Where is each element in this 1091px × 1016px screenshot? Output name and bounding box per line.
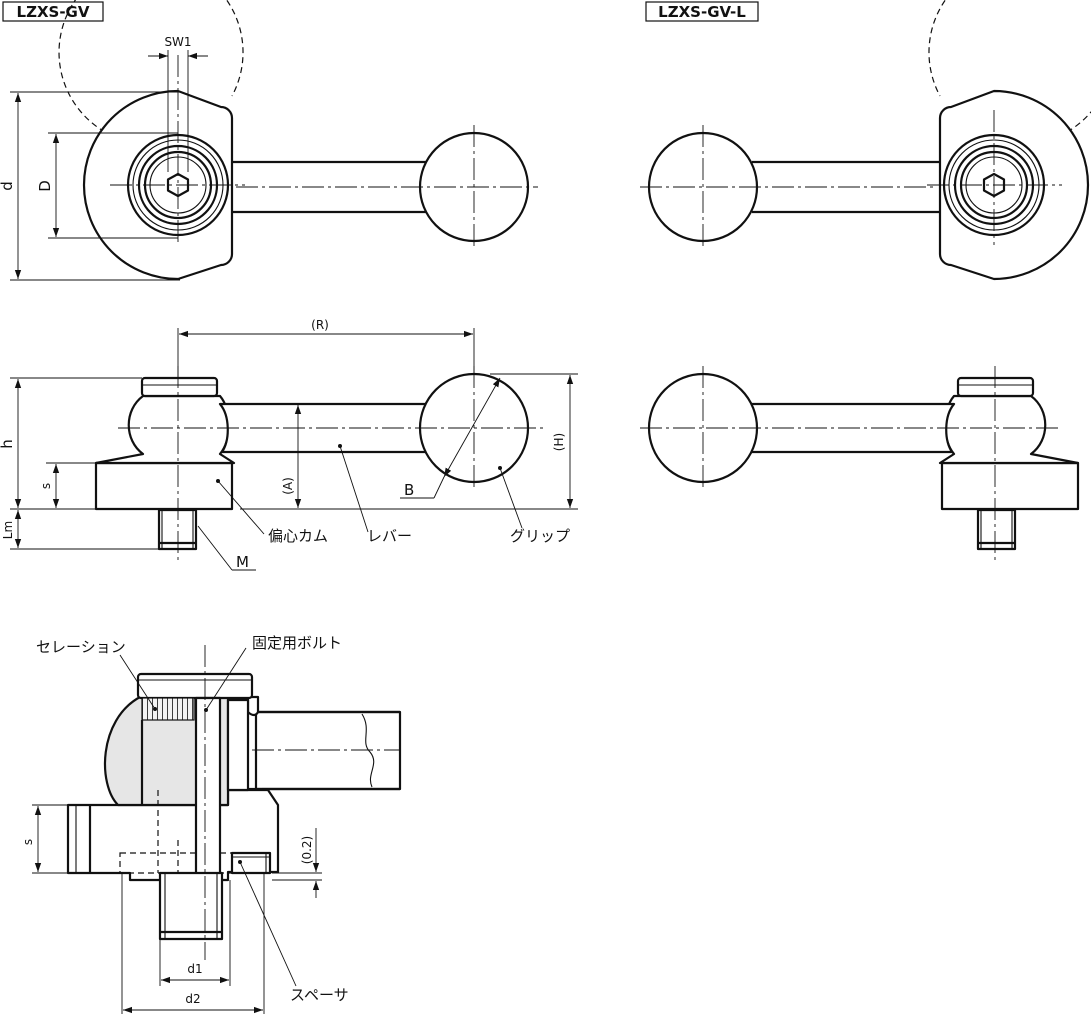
dim-A: (A) xyxy=(281,477,295,495)
cam-base-side-right xyxy=(940,461,1080,511)
side-view-right xyxy=(640,366,1080,560)
side-view-left: (R) h s Lm (A) (H) B M 偏心カム xyxy=(0,318,578,571)
dim-gap: (0.2) xyxy=(300,836,314,864)
title-right-text: LZXS-GV-L xyxy=(658,3,746,21)
label-lever: レバー xyxy=(367,527,412,545)
section-detail: s (0.2) d1 d2 セレーション 固定用ボルト スペーサ xyxy=(21,634,402,1014)
dim-R: (R) xyxy=(311,318,329,332)
label-grip: グリップ xyxy=(510,527,570,545)
label-fixing-bolt: 固定用ボルト xyxy=(252,634,342,652)
dim-B: B xyxy=(404,481,414,499)
label-cam: 偏心カム xyxy=(268,527,328,545)
plan-view-left: SW1 d D xyxy=(0,0,538,281)
plan-view-right xyxy=(640,0,1091,281)
dim-H: (H) xyxy=(552,433,566,451)
cam-base-side-left xyxy=(94,461,234,511)
dim-Lm: Lm xyxy=(1,521,15,539)
dim-s-detail: s xyxy=(21,839,35,845)
label-spacer: スペーサ xyxy=(290,986,349,1004)
title-left: LZXS-GV xyxy=(2,1,104,22)
title-left-text: LZXS-GV xyxy=(17,3,90,21)
dim-d2: d2 xyxy=(185,992,200,1006)
dim-sw1: SW1 xyxy=(164,35,191,49)
label-serration: セレーション xyxy=(36,638,126,656)
dim-h: h xyxy=(0,439,16,449)
dim-s: s xyxy=(39,483,53,489)
dim-D: D xyxy=(36,180,54,192)
title-right: LZXS-GV-L xyxy=(645,1,759,22)
dim-M: M xyxy=(236,553,249,571)
dim-d: d xyxy=(0,181,16,191)
dim-d1: d1 xyxy=(187,962,202,976)
